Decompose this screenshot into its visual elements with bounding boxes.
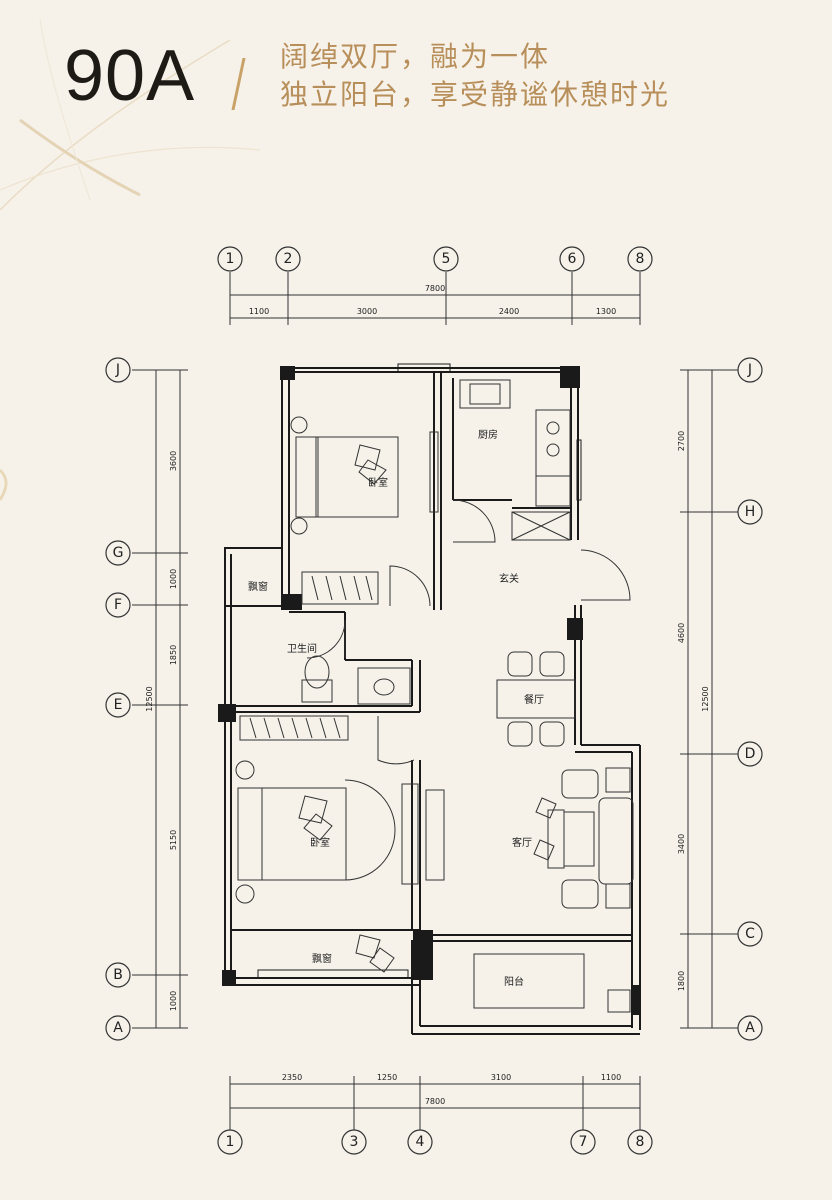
- room-label-bedroom-1: 卧室: [368, 476, 388, 489]
- balcony-furniture: [473, 953, 631, 1013]
- room-label-kitchen: 厨房: [478, 428, 498, 441]
- dim-left-seg-2: 1000: [169, 569, 178, 589]
- axis-bottom-1: 1: [226, 1134, 235, 1150]
- dim-top-seg-2: 3000: [357, 307, 377, 316]
- axis-bottom-3: 4: [416, 1134, 425, 1150]
- dim-bottom-seg-1: 2350: [282, 1073, 302, 1082]
- doors: [306, 499, 631, 765]
- dim-top-seg-3: 2400: [499, 307, 519, 316]
- dim-top-seg-1: 1100: [249, 307, 269, 316]
- axis-right-3: D: [745, 746, 756, 762]
- tagline-line-2: 独立阳台，享受静谧休憩时光: [280, 78, 671, 111]
- dim-right-seg-1: 2700: [677, 431, 686, 451]
- dining-furniture: [496, 651, 576, 747]
- room-label-bay-window-2: 飘窗: [312, 952, 332, 965]
- dim-right-seg-4: 1800: [677, 971, 686, 991]
- dim-bottom-seg-3: 3100: [491, 1073, 511, 1082]
- dim-left-seg-4: 5150: [169, 830, 178, 850]
- bathroom-fixtures: [239, 655, 411, 741]
- dim-right-seg-2: 4600: [677, 623, 686, 643]
- dim-right-seg-3: 3400: [677, 834, 686, 854]
- room-label-foyer: 玄关: [499, 572, 519, 585]
- axis-top-3: 5: [442, 251, 451, 267]
- room-label-bedroom-2: 卧室: [310, 836, 330, 849]
- dim-left-seg-5: 1000: [169, 991, 178, 1011]
- dim-left-total: 12500: [145, 686, 154, 711]
- room-label-living: 客厅: [512, 836, 532, 849]
- room-label-bay-window-1: 飘窗: [248, 580, 268, 593]
- dim-left-seg-3: 1850: [169, 645, 178, 665]
- room-label-balcony: 阳台: [504, 975, 524, 988]
- dim-bottom-seg-2: 1250: [377, 1073, 397, 1082]
- axis-top-2: 2: [284, 251, 293, 267]
- axis-right-5: A: [745, 1020, 755, 1036]
- axis-left-6: A: [113, 1020, 123, 1036]
- unit-model-title: 90A: [64, 36, 196, 116]
- axis-top-5: 8: [636, 251, 645, 267]
- axis-bottom-4: 7: [579, 1134, 588, 1150]
- dim-top-total: 7800: [425, 284, 445, 293]
- kitchen-furniture: [459, 379, 571, 541]
- living-furniture: [533, 767, 634, 909]
- axis-top-4: 6: [568, 251, 577, 267]
- axis-right-4: C: [745, 926, 755, 942]
- axis-left-4: E: [114, 697, 123, 713]
- axis-left-3: F: [114, 597, 122, 613]
- windows: [257, 363, 582, 979]
- axis-left-1: J: [115, 362, 120, 378]
- axis-left-5: B: [113, 967, 123, 983]
- dim-left-seg-1: 3600: [169, 451, 178, 471]
- bedroom-1-furniture: [290, 416, 439, 605]
- wall-columns: [218, 366, 641, 1015]
- axis-left-2: G: [113, 545, 124, 561]
- axis-bottom-5: 8: [636, 1134, 645, 1150]
- dim-bottom-seg-4: 1100: [601, 1073, 621, 1082]
- axis-bottom-2: 3: [350, 1134, 359, 1150]
- room-label-dining: 餐厅: [524, 693, 544, 706]
- leaf-decoration: [0, 19, 261, 501]
- tagline-line-1: 阔绰双厅，融为一体: [280, 40, 551, 73]
- room-label-bathroom: 卫生间: [287, 642, 317, 655]
- axis-right-1: J: [747, 362, 752, 378]
- axis-right-2: H: [745, 504, 756, 520]
- bedroom-2-furniture: [235, 760, 445, 973]
- axis-top-1: 1: [226, 251, 235, 267]
- dim-bottom-total: 7800: [425, 1097, 445, 1106]
- dim-top-seg-4: 1300: [596, 307, 616, 316]
- dim-right-total: 12500: [701, 686, 710, 711]
